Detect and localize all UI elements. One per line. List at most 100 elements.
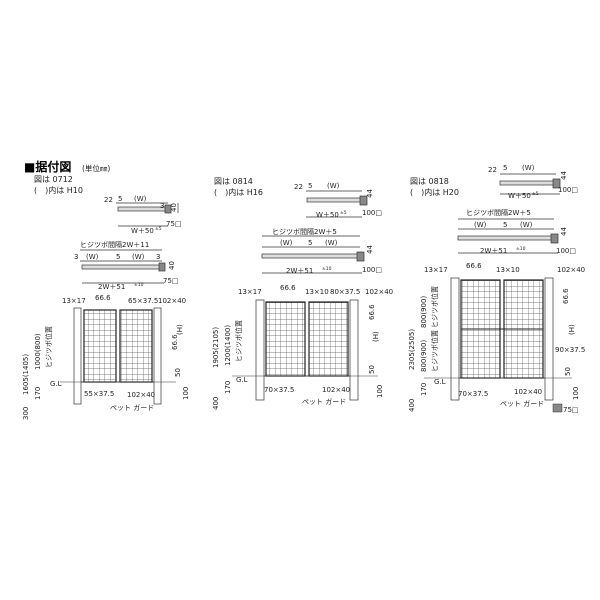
dim-label: 44	[560, 171, 568, 180]
dim-label: 5	[503, 221, 507, 229]
dim-label: 5	[503, 164, 507, 172]
height-note: ( )内は H16	[214, 187, 263, 197]
gate-elevation	[424, 277, 572, 413]
post-size-label: 100□	[362, 209, 382, 217]
dim-label: (H)	[372, 331, 380, 342]
dim-label: 22	[104, 196, 113, 204]
pet-guard-label: ペット ガード	[110, 403, 154, 412]
dim-label: (W)	[325, 239, 338, 247]
dim-label: 100	[376, 385, 384, 398]
tolerance-label: ±10	[322, 266, 332, 272]
dim-label: 1905(2105)	[212, 327, 220, 368]
dim-label: 5	[116, 253, 120, 261]
diagram-0712: 図は 0712 ( )内は H10 22 5 (W) 3 40 W＋50 ±5 …	[22, 175, 190, 420]
double-plan-view	[261, 235, 365, 274]
height-note: ( )内は H20	[410, 187, 459, 197]
dim-label: 170	[420, 383, 428, 396]
dim-label: 44	[366, 245, 374, 254]
dim-label: 100	[572, 387, 580, 400]
dim-label: 40	[168, 261, 176, 270]
dim-label: (H)	[176, 324, 184, 335]
post-size-label: 75□	[166, 220, 182, 228]
post-size-label: 100□	[558, 186, 578, 194]
dim-label: 100	[182, 387, 190, 400]
dim-label: (W)	[132, 253, 145, 261]
ground-level-label: G.L	[236, 376, 248, 384]
dim-label: 65×37.5	[128, 297, 158, 305]
dim-label: 102×40	[127, 391, 155, 399]
single-plan-view	[306, 190, 368, 218]
dim-label: 5	[308, 239, 312, 247]
dim-label: 13×10	[305, 288, 329, 296]
dim-label: ヒジツボ位置	[234, 320, 243, 362]
double-plan-view	[80, 249, 166, 284]
pet-guard-label: ペット ガード	[500, 399, 544, 408]
diagram-0814: 図は 0814 ( )内は H16 22 5 (W) 44 W＋50 ±5 10…	[212, 177, 393, 410]
dim-label: 1605(1405)	[22, 354, 30, 395]
post-size-label: 100□	[556, 247, 576, 255]
dim-label: W＋50	[316, 211, 339, 219]
dim-label: 102×40	[158, 297, 186, 305]
dim-label: 400	[408, 399, 416, 412]
dim-label: 3	[156, 253, 160, 261]
dim-label: 66.6	[95, 294, 111, 302]
ground-level-label: G.L	[50, 380, 62, 388]
dim-label: (H)	[568, 324, 576, 335]
dim-label: 66.6	[171, 334, 179, 350]
dim-label: (W)	[134, 195, 147, 203]
pitch-label: ヒジツボ間隔2W＋5	[466, 208, 531, 217]
dim-label: 50	[174, 368, 182, 377]
dim-label: 22	[294, 183, 303, 191]
single-plan-view	[499, 173, 561, 195]
dim-label: (W)	[280, 239, 293, 247]
dim-label: ヒジツボ位置	[430, 286, 439, 328]
dim-label: (W)	[522, 164, 535, 172]
figure-label: 図は 0818	[410, 177, 449, 186]
dim-label: 13×17	[238, 288, 262, 296]
dim-label: 800(900)	[420, 340, 428, 372]
dim-label: 1000(800)	[34, 333, 42, 370]
dim-label: 66.6	[466, 262, 482, 270]
gate-elevation	[232, 299, 378, 401]
dim-label: 3	[160, 202, 164, 210]
dim-label: 13×17	[424, 266, 448, 274]
tolerance-label: ±10	[516, 246, 526, 252]
pitch-label: ヒジツボ間隔2W＋11	[80, 240, 149, 249]
dim-label: 2W＋51	[98, 283, 125, 291]
dim-label: 70×37.5	[264, 386, 294, 394]
dim-label: 80×37.5	[330, 288, 360, 296]
dim-label: ヒジツボ位置	[430, 330, 439, 372]
dim-label: 5	[118, 195, 122, 203]
dim-label: 170	[224, 381, 232, 394]
dim-label: 3	[74, 253, 78, 261]
dim-label: 1200(1400)	[224, 325, 232, 366]
post-size-label: 75□	[563, 406, 579, 414]
pet-guard-label: ペット ガード	[302, 397, 346, 406]
dim-label: 102×40	[365, 288, 393, 296]
dim-label: 44	[366, 189, 374, 198]
tolerance-label: ±10	[134, 282, 144, 288]
dim-label: 66.6	[562, 288, 570, 304]
dim-label: (W)	[327, 182, 340, 190]
dim-label: ヒジツボ位置	[44, 326, 53, 368]
gate-elevation	[60, 307, 176, 405]
dim-label: 2W＋51	[286, 267, 313, 275]
dim-label: 13×10	[496, 266, 520, 274]
dim-label: 22	[488, 166, 497, 174]
single-plan-view	[116, 202, 179, 227]
dim-label: 13×17	[62, 297, 86, 305]
figure-label: 図は 0712	[34, 175, 73, 184]
dim-label: 102×40	[322, 386, 350, 394]
dim-label: 2W＋51	[480, 247, 507, 255]
tolerance-label: ±5	[340, 210, 347, 216]
dim-label: 40	[170, 203, 178, 212]
drawing-title: ■据付図	[24, 159, 71, 174]
dim-label: 66.6	[368, 304, 376, 320]
dim-label: 44	[560, 227, 568, 236]
dim-label: 102×40	[514, 388, 542, 396]
dim-label: 50	[368, 365, 376, 374]
dim-label: 170	[34, 387, 42, 400]
pitch-label: ヒジツボ間隔2W＋5	[272, 227, 337, 236]
dim-label: 400	[212, 397, 220, 410]
